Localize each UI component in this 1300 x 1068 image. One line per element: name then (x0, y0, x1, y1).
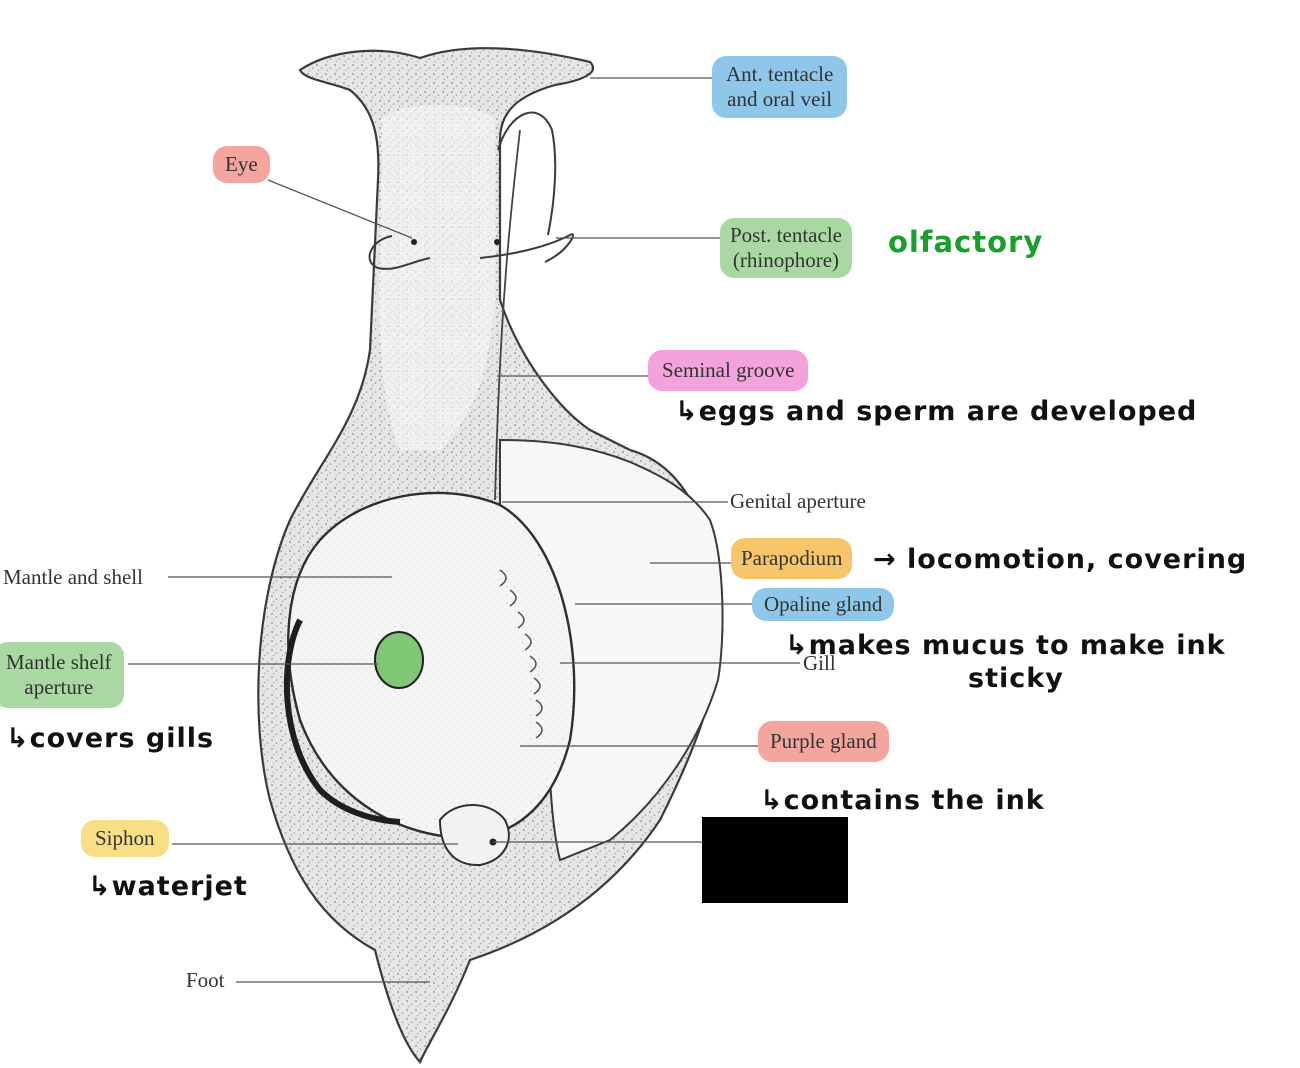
posterior-tentacle-left (368, 235, 431, 270)
note-opaline-gland: ↳makes mucus to make ink (785, 630, 1226, 661)
mantle-fold-dark (283, 618, 401, 825)
note-olfactory: olfactory (888, 225, 1044, 259)
head-region (379, 105, 495, 450)
siphon-shape (438, 804, 510, 867)
label-siphon: Siphon (81, 820, 169, 857)
label-seminal-groove: Seminal groove (648, 350, 809, 391)
label-foot: Foot (186, 968, 225, 992)
mantle-shell (287, 491, 576, 840)
label-genital-aperture: Genital aperture (730, 489, 866, 513)
note-mantle-shelf: ↳covers gills (6, 723, 215, 754)
posterior-tentacle-right (479, 233, 574, 263)
label-gill: Gill (803, 651, 836, 675)
eye-left (411, 239, 417, 245)
seminal-groove-line (494, 129, 521, 501)
label-opaline-gland: Opaline gland (752, 588, 895, 621)
eye-right (494, 239, 500, 245)
note-purple-gland: ↳contains the ink (760, 785, 1045, 816)
mantle-shelf-aperture-dot (374, 631, 424, 689)
label-purple-gland: Purple gland (758, 721, 889, 762)
redaction-box (702, 817, 848, 903)
label-post-tentacle: Post. tentacle (rhinophore) (720, 218, 852, 278)
label-mantle-and-shell: Mantle and shell (3, 565, 143, 589)
note-seminal-groove: ↳eggs and sperm are developed (675, 396, 1198, 427)
note-opaline-gland-cont: sticky (968, 663, 1064, 694)
label-ant-tentacle: Ant. tentacle and oral veil (712, 56, 848, 118)
label-mantle-shelf-aperture: Mantle shelf aperture (0, 642, 124, 708)
anterior-tentacle-fold (497, 111, 557, 236)
label-eye: Eye (213, 146, 270, 183)
note-siphon: ↳waterjet (88, 871, 248, 902)
gill-ridges (499, 569, 543, 739)
label-parapodium: Parapodium (731, 538, 853, 579)
leader-lines (128, 77, 800, 983)
note-parapodium: → locomotion, covering (873, 544, 1248, 575)
